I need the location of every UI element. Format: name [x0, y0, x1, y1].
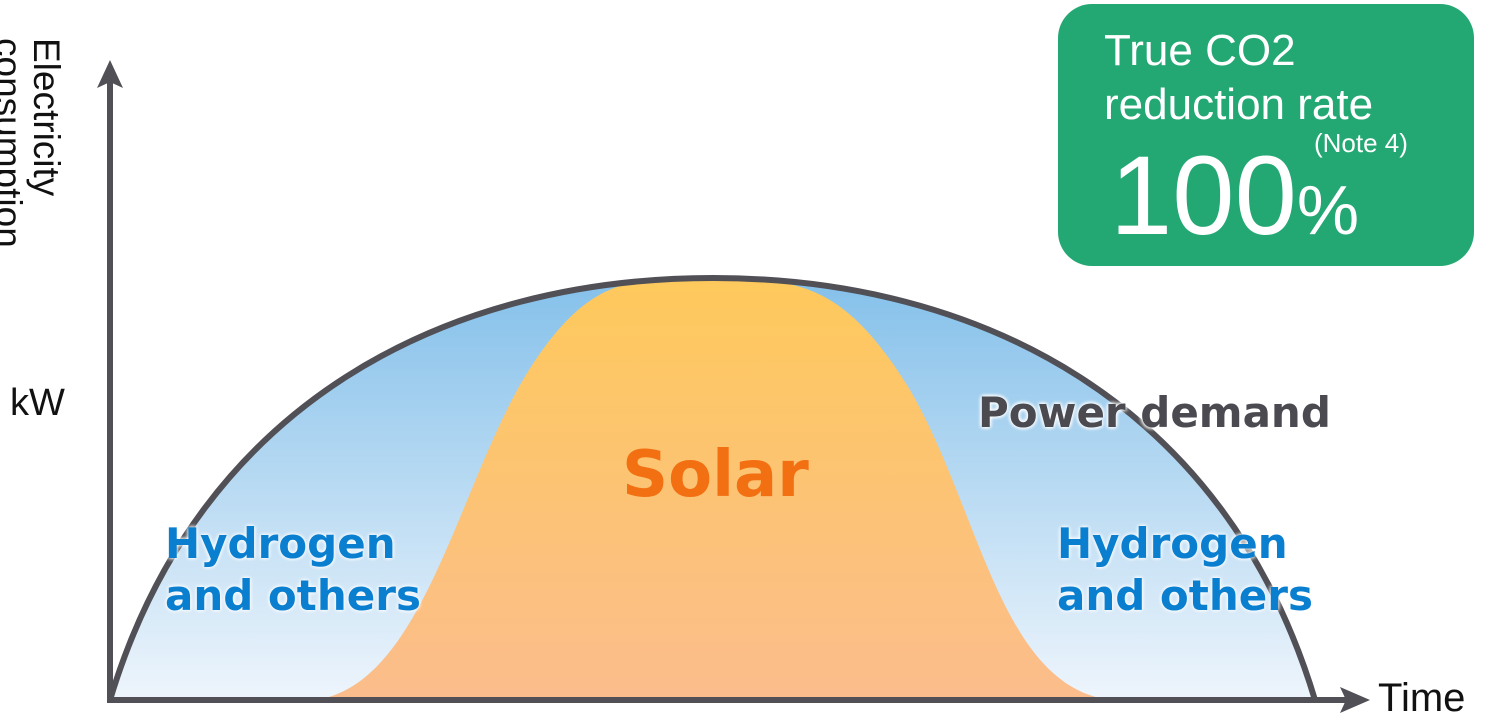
badge-value-number: 100: [1110, 133, 1297, 258]
co2-reduction-badge: True CO2 reduction rate (Note 4) 100%: [1058, 4, 1474, 266]
badge-note: (Note 4): [1314, 128, 1408, 158]
power-demand-curve: [107, 274, 1318, 701]
badge-value: 100%: [1110, 136, 1359, 270]
y-axis-unit: kW: [10, 382, 65, 424]
y-axis-arrow-icon: [97, 60, 123, 88]
hydrogen-left-label: Hydrogen and others: [165, 518, 421, 622]
hydrogen-left-line1: Hydrogen: [165, 519, 396, 568]
x-axis-arrow-icon: [1340, 687, 1370, 713]
y-axis-label-line2: consumption: [0, 38, 29, 248]
x-axis-label: Time: [1378, 676, 1466, 720]
hydrogen-left-line2: and others: [165, 571, 421, 620]
hydrogen-right-label: Hydrogen and others: [1057, 518, 1313, 622]
badge-value-unit: %: [1296, 171, 1360, 249]
badge-line1: True CO2: [1104, 26, 1296, 75]
power-demand-label: Power demand: [978, 388, 1331, 437]
y-axis-label-line1: Electricity: [26, 38, 67, 197]
badge-line2: reduction rate: [1104, 80, 1374, 129]
solar-area: [315, 279, 1110, 700]
y-axis-label: Electricity consumption: [0, 38, 67, 348]
solar-label: Solar: [622, 438, 809, 512]
hydrogen-right-line1: Hydrogen: [1057, 519, 1288, 568]
hydrogen-right-line2: and others: [1057, 571, 1313, 620]
